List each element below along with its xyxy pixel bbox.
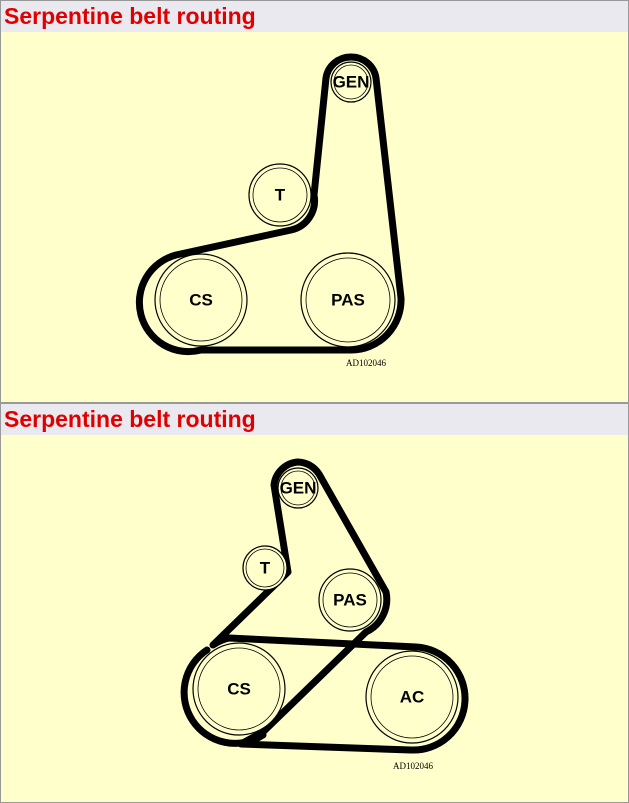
figure-code: AD102046 — [346, 358, 386, 368]
svg-text:GEN: GEN — [280, 478, 317, 497]
panel-title: Serpentine belt routing — [1, 404, 628, 435]
belt — [180, 458, 469, 754]
diagram-panel-2: Serpentine belt routing GEN T PAS CS AC … — [0, 403, 629, 803]
pulley-pas: PAS — [318, 568, 382, 632]
svg-text:PAS: PAS — [331, 290, 365, 309]
pulley-tensioner: T — [248, 163, 312, 227]
svg-text:GEN: GEN — [333, 72, 370, 91]
belt-diagram-1: GEN T CS PAS AD102046 — [135, 53, 405, 368]
svg-text:AC: AC — [400, 687, 425, 706]
pulley-pas: PAS — [300, 252, 396, 348]
pulley-ac: AC — [365, 650, 459, 744]
pulley-gen: GEN — [330, 61, 372, 103]
panel-title: Serpentine belt routing — [1, 1, 628, 32]
pulley-cs: CS — [154, 253, 248, 347]
pulley-cs: CS — [192, 642, 286, 736]
pulley-gen: GEN — [277, 467, 319, 509]
belt — [135, 53, 405, 356]
diagram-panel-1: Serpentine belt routing GEN T CS PAS AD1… — [0, 0, 629, 403]
svg-text:CS: CS — [227, 679, 251, 698]
svg-text:T: T — [260, 558, 271, 577]
svg-text:T: T — [275, 185, 286, 204]
svg-text:PAS: PAS — [333, 590, 367, 609]
pulley-tensioner: T — [242, 545, 288, 591]
belt-diagram-2: GEN T PAS CS AC AD102046 — [180, 458, 469, 771]
figure-code: AD102046 — [393, 761, 433, 771]
svg-text:CS: CS — [189, 290, 213, 309]
